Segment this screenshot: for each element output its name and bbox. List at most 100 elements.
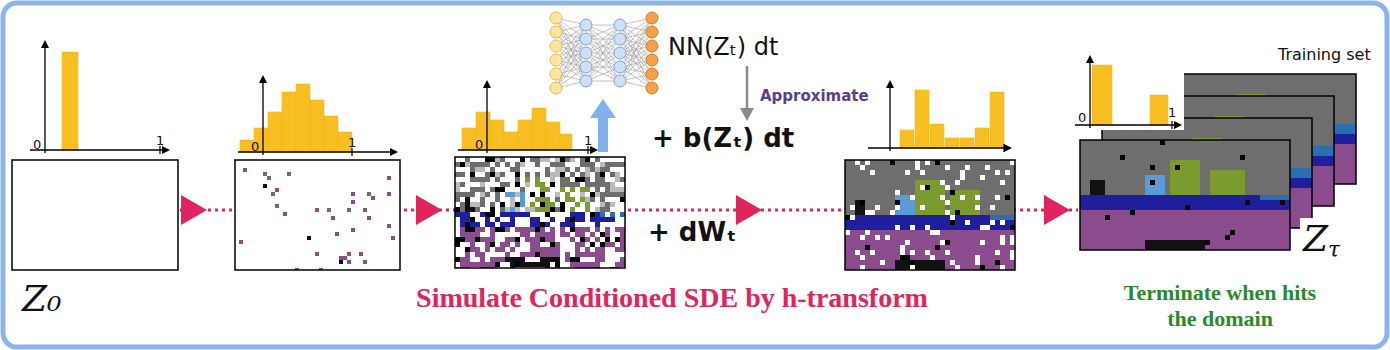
pixel — [915, 240, 920, 245]
pixel — [460, 257, 465, 262]
pixel — [595, 202, 600, 207]
pixel — [1336, 134, 1346, 144]
pixel — [895, 195, 900, 200]
pixel — [505, 232, 510, 237]
pixel — [595, 192, 600, 197]
pixel — [460, 202, 465, 207]
pixel — [945, 250, 950, 255]
pixel — [550, 177, 555, 182]
pixel — [570, 252, 575, 257]
pixel — [870, 170, 875, 175]
pixel — [530, 242, 535, 247]
pixel — [585, 182, 590, 187]
pixel — [890, 215, 895, 220]
pixel — [545, 212, 550, 217]
pixel — [980, 190, 985, 195]
pixel — [1000, 190, 1005, 195]
pixel — [480, 167, 485, 172]
pixel — [940, 175, 945, 180]
pixel — [950, 215, 955, 220]
pixel — [495, 222, 500, 227]
pixel — [580, 242, 585, 247]
pixel — [525, 242, 530, 247]
pixel — [885, 255, 890, 260]
pixel — [975, 255, 980, 260]
pixel — [595, 162, 600, 167]
pixel — [480, 182, 485, 187]
pixel — [590, 232, 595, 237]
pixel — [910, 170, 915, 175]
pixel — [1176, 164, 1186, 174]
pixel — [555, 262, 560, 267]
pixel — [510, 212, 515, 217]
pixel — [865, 190, 870, 195]
pixel — [1234, 166, 1244, 176]
pixel — [510, 207, 515, 212]
pixel — [870, 185, 875, 190]
pixel — [470, 222, 475, 227]
pixel — [905, 250, 910, 255]
pixel — [1226, 164, 1236, 174]
pixel — [910, 205, 915, 210]
pixel — [1000, 250, 1005, 255]
pixel — [1314, 136, 1324, 146]
pixel — [990, 215, 995, 220]
pixel — [890, 225, 895, 230]
pixel — [1206, 154, 1216, 164]
pixel — [980, 210, 985, 215]
pixel — [535, 202, 540, 207]
pixel — [545, 232, 550, 237]
pixel — [1124, 146, 1134, 156]
pixel — [570, 237, 575, 242]
pixel — [287, 172, 291, 176]
pixel — [460, 187, 465, 192]
pixel — [980, 250, 985, 255]
pixel — [995, 235, 1000, 240]
pixel — [915, 245, 920, 250]
pixel — [1005, 220, 1010, 225]
pixel — [955, 225, 960, 230]
pixel — [565, 212, 570, 217]
pixel — [565, 202, 570, 207]
pixel — [985, 170, 990, 175]
pixel — [495, 227, 500, 232]
pixel — [860, 165, 865, 170]
pixel — [535, 222, 540, 227]
pixel — [359, 252, 363, 256]
pixel — [910, 260, 915, 265]
pixel — [605, 172, 610, 177]
pixel — [945, 210, 950, 215]
pixel — [1005, 170, 1010, 175]
pixel — [575, 212, 580, 217]
pixel — [890, 205, 895, 210]
pixel — [535, 237, 540, 242]
pixel — [327, 208, 331, 212]
pixel — [925, 200, 930, 205]
pixel — [985, 260, 990, 265]
pixel — [875, 240, 880, 245]
pixel — [615, 212, 620, 217]
panel-ground — [1124, 96, 1334, 206]
pixel — [895, 200, 900, 205]
pixel — [995, 215, 1000, 220]
pixel — [525, 262, 530, 267]
pixel — [975, 190, 980, 195]
pixel — [950, 240, 955, 245]
pixel — [515, 257, 520, 262]
pixel — [480, 212, 485, 217]
pixel — [515, 192, 520, 197]
pixel — [500, 167, 505, 172]
pixel — [565, 217, 570, 222]
pixel — [470, 187, 475, 192]
pixel — [490, 197, 495, 202]
pixel — [1206, 174, 1216, 184]
pixel — [1214, 176, 1224, 186]
pixel — [1124, 176, 1134, 186]
pixel — [570, 242, 575, 247]
pixel — [1336, 84, 1346, 94]
pixel — [1336, 164, 1346, 174]
pixel — [855, 255, 860, 260]
pixel — [465, 162, 470, 167]
pixel — [925, 245, 930, 250]
pixel — [890, 220, 895, 225]
